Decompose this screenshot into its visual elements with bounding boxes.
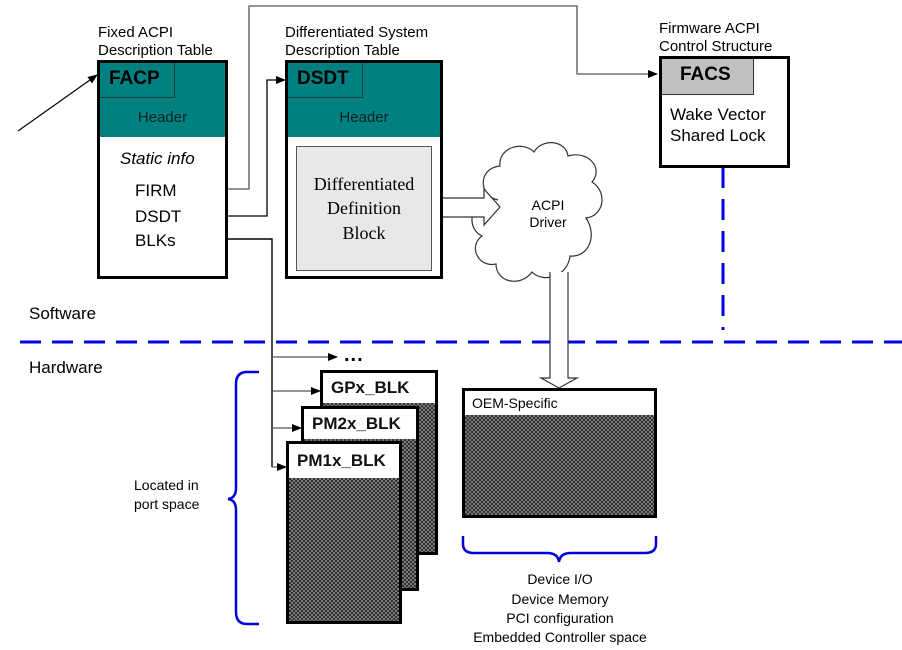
port-space-brace: [227, 370, 259, 626]
acpi-driver-cloud: [471, 142, 603, 282]
facp-caption-line2: Description Table: [98, 42, 213, 59]
facp-header-label: Header: [137, 109, 188, 126]
facp-field-blks: BLKs: [135, 231, 176, 250]
firm-to-facs-arrow: [208, 5, 658, 190]
oem-specific-title: OEM-Specific: [465, 391, 654, 415]
definition-block-line2: Definition: [327, 198, 401, 218]
dsdt-caption-line1: Differentiated System: [285, 24, 429, 41]
acpi-driver-line1: ACPI: [531, 197, 565, 213]
facs-caption-line2: Control Structure: [659, 38, 773, 55]
dsdt-pointer-arrow: [208, 76, 286, 217]
gpx-blk-title: GPx_BLK: [323, 373, 435, 403]
definition-block-line3: Block: [342, 223, 386, 243]
dsdt-table[interactable]: DSDT Header Differentiated Definition Bl…: [285, 60, 443, 279]
dsdt-header-area: DSDT Header: [288, 63, 440, 137]
oem-spaces-brace: [461, 536, 658, 563]
oem-specific-block[interactable]: OEM-Specific: [462, 388, 657, 518]
differentiated-definition-block[interactable]: Differentiated Definition Block: [296, 146, 432, 271]
facp-caption-line1: Fixed ACPI: [98, 24, 174, 41]
facs-caption-line1: Firmware ACPI: [659, 20, 760, 37]
facs-structure[interactable]: FACS Wake Vector Shared Lock: [659, 56, 790, 168]
facp-tab: FACP: [100, 63, 175, 98]
acpi-driver-line2: Driver: [529, 214, 567, 230]
definition-block-line1: Differentiated: [313, 174, 415, 194]
facp-static-info: Static info: [120, 149, 195, 168]
more-blocks-ellipsis: ...: [344, 344, 364, 366]
driver-to-oem-arrow: [538, 272, 580, 389]
pm1x-blk-title: PM1x_BLK: [289, 444, 399, 478]
facp-field-firm: FIRM: [135, 181, 177, 200]
oem-space-device-io: Device I/O: [527, 571, 593, 587]
facs-wake-vector: Wake Vector: [670, 105, 766, 124]
facp-pointer-arrow: [17, 74, 98, 132]
dsdt-tab: DSDT: [288, 63, 363, 98]
dsdt-caption-line2: Description Table: [285, 42, 400, 59]
software-region-label: Software: [29, 304, 97, 323]
hardware-region-label: Hardware: [29, 358, 103, 377]
port-space-label-line2: port space: [134, 496, 200, 512]
pm2x-blk-title: PM2x_BLK: [304, 409, 416, 439]
oem-space-device-memory: Device Memory: [511, 591, 609, 607]
pm1x-blk[interactable]: PM1x_BLK: [286, 441, 402, 624]
oem-space-embedded-controller: Embedded Controller space: [473, 629, 647, 645]
oem-space-pci-configuration: PCI configuration: [506, 610, 614, 626]
dsdt-header-label: Header: [339, 109, 389, 126]
facs-shared-lock: Shared Lock: [670, 126, 766, 145]
facp-field-dsdt: DSDT: [135, 207, 182, 226]
facs-tab: FACS: [662, 59, 754, 95]
facp-table[interactable]: FACP Header Static info FIRM DSDT BLKs: [97, 60, 228, 279]
port-space-label-line1: Located in: [134, 477, 199, 493]
facp-header-area: FACP Header: [100, 63, 225, 137]
